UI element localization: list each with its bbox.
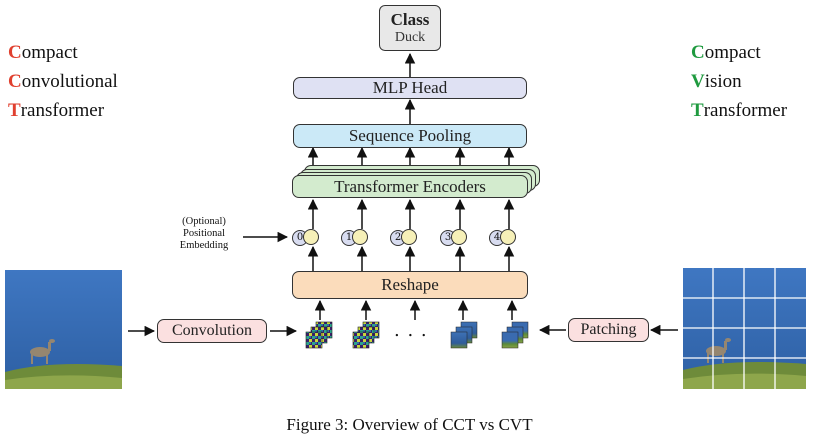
- transformer-encoders-box: Transformer Encoders: [292, 175, 528, 198]
- class-output-box: Class Duck: [379, 5, 441, 51]
- patching-box: Patching: [568, 318, 649, 342]
- cct-acronym: Compact Convolutional Transformer: [8, 38, 118, 125]
- token-pair-1: 1: [341, 229, 371, 246]
- cct-line-transformer: Transformer: [8, 100, 105, 121]
- token-pair-3: 3: [440, 229, 470, 246]
- token-pair-2: 2: [390, 229, 420, 246]
- token-pair-4: 4: [489, 229, 519, 246]
- token-circle: [451, 229, 467, 245]
- cvt-acronym: Compact Vision Transformer: [691, 38, 787, 125]
- cvt-line-transformer: Transformer: [691, 100, 788, 121]
- cvt-line-compact: Compact: [691, 42, 761, 63]
- class-label: Duck: [394, 29, 426, 45]
- ellipsis: . . .: [394, 320, 428, 341]
- image-patch-stack-icon: [501, 321, 529, 349]
- image-patch-stack-icon: [450, 321, 478, 349]
- cct-line-compact: Compact: [8, 42, 78, 63]
- sequence-pooling-box: Sequence Pooling: [293, 124, 527, 148]
- token-circle: [352, 229, 368, 245]
- reshape-box: Reshape: [292, 271, 528, 299]
- cct-line-convolutional: Convolutional: [8, 71, 118, 92]
- class-title: Class: [390, 9, 430, 29]
- token-pair-0: 0: [292, 229, 322, 246]
- feature-map-stack-icon: [352, 321, 380, 349]
- cvt-line-vision: Vision: [691, 71, 742, 92]
- token-circle: [500, 229, 516, 245]
- positional-embedding-label: (Optional) Positional Embedding: [179, 216, 229, 251]
- figure-caption: Figure 3: Overview of CCT vs CVT: [286, 415, 533, 434]
- token-circle: [303, 229, 319, 245]
- mlp-head-box: MLP Head: [293, 77, 527, 99]
- convolution-box: Convolution: [157, 319, 267, 343]
- token-circle: [401, 229, 417, 245]
- feature-map-stack-icon: [305, 321, 333, 349]
